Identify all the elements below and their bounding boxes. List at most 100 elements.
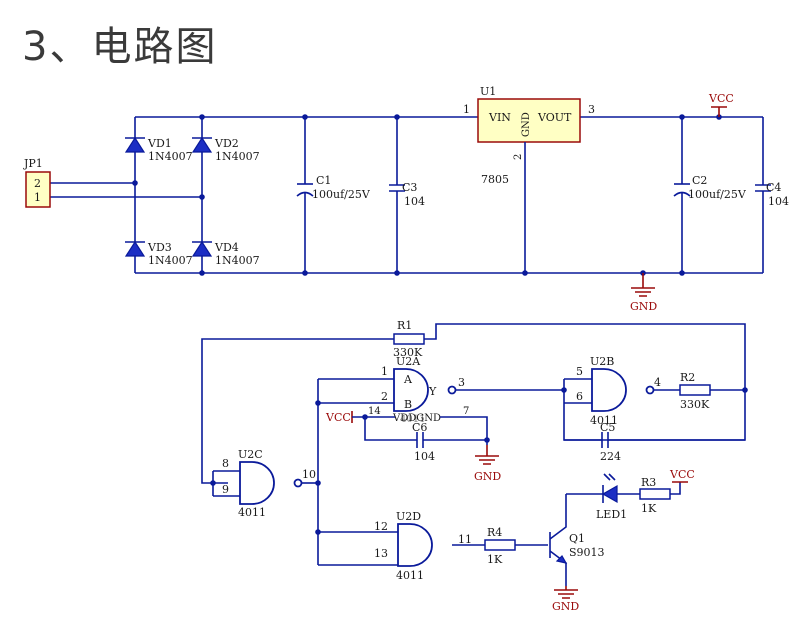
vd2-ref: VD2 <box>214 137 239 150</box>
u1-pin3-num: 3 <box>588 103 595 116</box>
vd4-value: 1N4007 <box>215 254 260 267</box>
r1-right-wire <box>424 323 746 441</box>
gnd-symbol-q1: GND <box>552 586 579 613</box>
diode-vd1: VD1 1N4007 <box>124 136 193 163</box>
vcc-label-u2a: VCC <box>325 411 351 424</box>
vcc-symbol-u2a: VCC <box>325 411 395 424</box>
u2d-pin-y: 11 <box>458 533 472 546</box>
led1-ref: LED1 <box>596 508 627 521</box>
vd3-value: 1N4007 <box>148 254 193 267</box>
u1-pin2-num: 2 <box>513 154 524 160</box>
u2b-pin-a: 5 <box>576 365 583 378</box>
resistor-r3: R3 1K <box>639 476 671 515</box>
u2b-ref: U2B <box>590 355 614 368</box>
r2-value: 330K <box>680 398 710 411</box>
r1-ref: R1 <box>397 319 412 332</box>
c2-ref: C2 <box>692 174 707 187</box>
c3-value: 104 <box>404 195 425 208</box>
r3-value: 1K <box>641 502 657 515</box>
u2a-out-wire <box>456 378 592 404</box>
u1-vout-label: VOUT <box>537 111 572 124</box>
jp1-pin1-label: 1 <box>34 191 41 204</box>
c4-value: 104 <box>768 195 789 208</box>
r1-value: 330K <box>393 346 423 359</box>
gnd-label-power: GND <box>630 300 657 313</box>
u2a-pin-y: 3 <box>458 376 465 389</box>
q1-ref: Q1 <box>569 532 585 545</box>
r4-value: 1K <box>487 553 503 566</box>
diode-vd2: VD2 1N4007 <box>191 136 260 163</box>
vd1-value: 1N4007 <box>148 150 193 163</box>
gnd-label-u2a: GND <box>474 470 501 483</box>
u2a-pin-b: 2 <box>381 390 388 403</box>
c4-ref: C4 <box>766 181 781 194</box>
r4-ref: R4 <box>487 526 502 539</box>
r1-left-wire <box>201 338 394 484</box>
capacitor-c5: C5 224 <box>564 421 745 463</box>
gnd-label-q1: GND <box>552 600 579 613</box>
capacitor-c3: C3 104 <box>389 117 425 273</box>
c3-ref: C3 <box>402 181 417 194</box>
jp1-pin2-label: 2 <box>34 177 41 190</box>
vcc-label-power: VCC <box>708 92 734 105</box>
power-supply-section: JP1 2 1 VD1 1N4007 VD2 1N4007 VD3 1N4007… <box>23 85 789 313</box>
u2d-ref: U2D <box>396 510 421 523</box>
resistor-r1: R1 330K <box>393 319 425 359</box>
vd1-ref: VD1 <box>147 137 172 150</box>
u1-gnd-label: GND <box>521 112 532 137</box>
led-led1: LED1 <box>596 473 627 521</box>
c6-ref: C6 <box>412 421 427 434</box>
c6-value: 104 <box>414 450 435 463</box>
u2c-pin-y: 10 <box>302 468 316 481</box>
u2a-gnd-wire <box>440 416 488 445</box>
u2a-out: Y <box>428 385 437 398</box>
u2d-part: 4011 <box>396 569 424 582</box>
transistor-q1: Q1 S9013 <box>549 494 605 586</box>
u2a-in-b: B <box>404 398 412 411</box>
r3-ref: R3 <box>641 476 656 489</box>
capacitor-c1: C1 100uf/25V <box>296 117 371 273</box>
vcc-symbol-power: VCC <box>708 92 734 117</box>
gate-u2c: U2C 8 9 10 4011 <box>222 448 316 519</box>
u2b-pin-b: 6 <box>576 390 583 403</box>
c5-value: 224 <box>600 450 621 463</box>
capacitor-c6: C6 104 <box>362 414 490 463</box>
u1-vin-label: VIN <box>488 111 511 124</box>
jp1-ref: JP1 <box>23 157 43 170</box>
u2a-pin-vdd: 14 <box>368 406 381 417</box>
vcc-symbol-led: VCC <box>669 468 695 483</box>
connector-jp1: JP1 2 1 <box>23 157 51 208</box>
u2c-ref: U2C <box>238 448 263 461</box>
vcc-label-led: VCC <box>669 468 695 481</box>
logic-section: R1 330K U2A A B Y 1 2 3 VDDGND 14 7 4011 <box>201 319 748 613</box>
gnd-symbol-power: GND <box>630 273 657 313</box>
u2d-pin-b: 13 <box>374 547 388 560</box>
u2a-pin-a: 1 <box>381 365 388 378</box>
u2b-part: 4011 <box>590 414 618 427</box>
u1-pin1-num: 1 <box>463 103 470 116</box>
u2a-pin-gnd: 7 <box>463 406 469 417</box>
u2a-part: 4011 <box>400 414 425 425</box>
u2c-pin-a: 8 <box>222 457 229 470</box>
page-title: 3、电路图 <box>22 24 218 70</box>
u2d-pin-a: 12 <box>374 520 388 533</box>
vd4-ref: VD4 <box>214 241 239 254</box>
gate-u2d: U2D 12 13 11 4011 <box>374 510 472 582</box>
led-wire <box>566 482 681 495</box>
u2a-in-a: A <box>403 373 413 386</box>
vd3-ref: VD3 <box>147 241 172 254</box>
vd2-value: 1N4007 <box>215 150 260 163</box>
u1-part: 7805 <box>481 173 509 186</box>
u2c-part: 4011 <box>238 506 266 519</box>
c1-value: 100uf/25V <box>312 188 371 201</box>
u2a-ref: U2A <box>396 355 421 368</box>
u2a-supply-label: VDDGND <box>392 413 441 424</box>
u2d-inputs-wire <box>318 531 398 566</box>
c5-ref: C5 <box>600 421 615 434</box>
c2-value: 100uf/25V <box>688 188 747 201</box>
gate-u2a: U2A A B Y 1 2 3 VDDGND 14 7 4011 <box>368 355 469 425</box>
gnd-symbol-u2a: GND <box>474 445 501 483</box>
regulator-u1: U1 1 3 VIN VOUT GND 2 7805 <box>463 85 595 273</box>
capacitor-c4: C4 104 <box>755 117 789 273</box>
